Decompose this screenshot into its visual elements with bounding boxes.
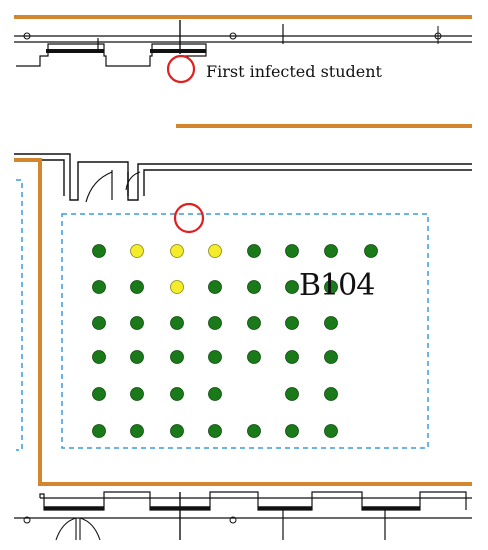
- healthy-student-dot: [208, 350, 222, 364]
- healthy-student-dot: [285, 244, 299, 258]
- door-swing: [85, 171, 113, 203]
- healthy-student-dot: [170, 316, 184, 330]
- healthy-student-dot: [208, 280, 222, 294]
- bottom-column-marker-2: [229, 516, 237, 524]
- healthy-student-dot: [247, 424, 261, 438]
- healthy-student-dot: [92, 387, 106, 401]
- healthy-student-dot: [208, 387, 222, 401]
- infected-student-dot: [208, 244, 222, 258]
- healthy-student-dot: [324, 350, 338, 364]
- bottom-door-swing: [55, 517, 101, 541]
- healthy-student-dot: [130, 350, 144, 364]
- healthy-student-dot: [324, 424, 338, 438]
- healthy-student-dot: [130, 316, 144, 330]
- healthy-student-dot: [92, 280, 106, 294]
- adjacent-room-boundary: [16, 179, 23, 451]
- healthy-student-dot: [247, 350, 261, 364]
- upper-wall-outer: [14, 153, 472, 201]
- healthy-student-dot: [364, 244, 378, 258]
- healthy-student-dot: [130, 387, 144, 401]
- left-corridor-wall: [14, 158, 472, 486]
- healthy-student-dot: [170, 350, 184, 364]
- door-swing-2: [125, 171, 141, 191]
- healthy-student-dot: [285, 387, 299, 401]
- healthy-student-dot: [92, 424, 106, 438]
- healthy-student-dot: [170, 424, 184, 438]
- healthy-student-dot: [247, 316, 261, 330]
- bottom-window-frame: [39, 491, 467, 511]
- healthy-student-dot: [247, 280, 261, 294]
- first-infected-label: First infected student: [206, 62, 382, 81]
- healthy-student-dot: [285, 280, 299, 294]
- top-column-marker: [23, 32, 31, 40]
- healthy-student-dot: [285, 424, 299, 438]
- healthy-student-dot: [247, 244, 261, 258]
- student-seats: [92, 244, 378, 438]
- healthy-student-dot: [130, 424, 144, 438]
- infected-student-dot: [170, 280, 184, 294]
- bottom-column-marker: [23, 516, 31, 524]
- healthy-student-dot: [285, 316, 299, 330]
- top-column-marker-2: [229, 32, 237, 40]
- healthy-student-dot: [130, 280, 144, 294]
- classroom-top-wall: [14, 153, 472, 203]
- healthy-student-dot: [324, 244, 338, 258]
- upper-wall-inner: [14, 159, 472, 196]
- room-label: B104: [299, 268, 375, 303]
- healthy-student-dot: [324, 280, 338, 294]
- healthy-student-dot: [324, 316, 338, 330]
- healthy-student-dot: [324, 387, 338, 401]
- healthy-student-dot: [92, 316, 106, 330]
- healthy-student-dot: [92, 244, 106, 258]
- first-infected-ring: [166, 54, 196, 84]
- infected-student-dot: [170, 244, 184, 258]
- infected-student-dot: [130, 244, 144, 258]
- healthy-student-dot: [208, 316, 222, 330]
- classroom-entry-ring: [173, 202, 205, 234]
- classroom-boundary: [61, 213, 429, 449]
- top-window-frame: [16, 43, 207, 67]
- bottom-wall: [14, 491, 472, 541]
- healthy-student-dot: [285, 350, 299, 364]
- healthy-student-dot: [208, 424, 222, 438]
- top-wing: [14, 15, 472, 67]
- healthy-student-dot: [170, 387, 184, 401]
- healthy-student-dot: [92, 350, 106, 364]
